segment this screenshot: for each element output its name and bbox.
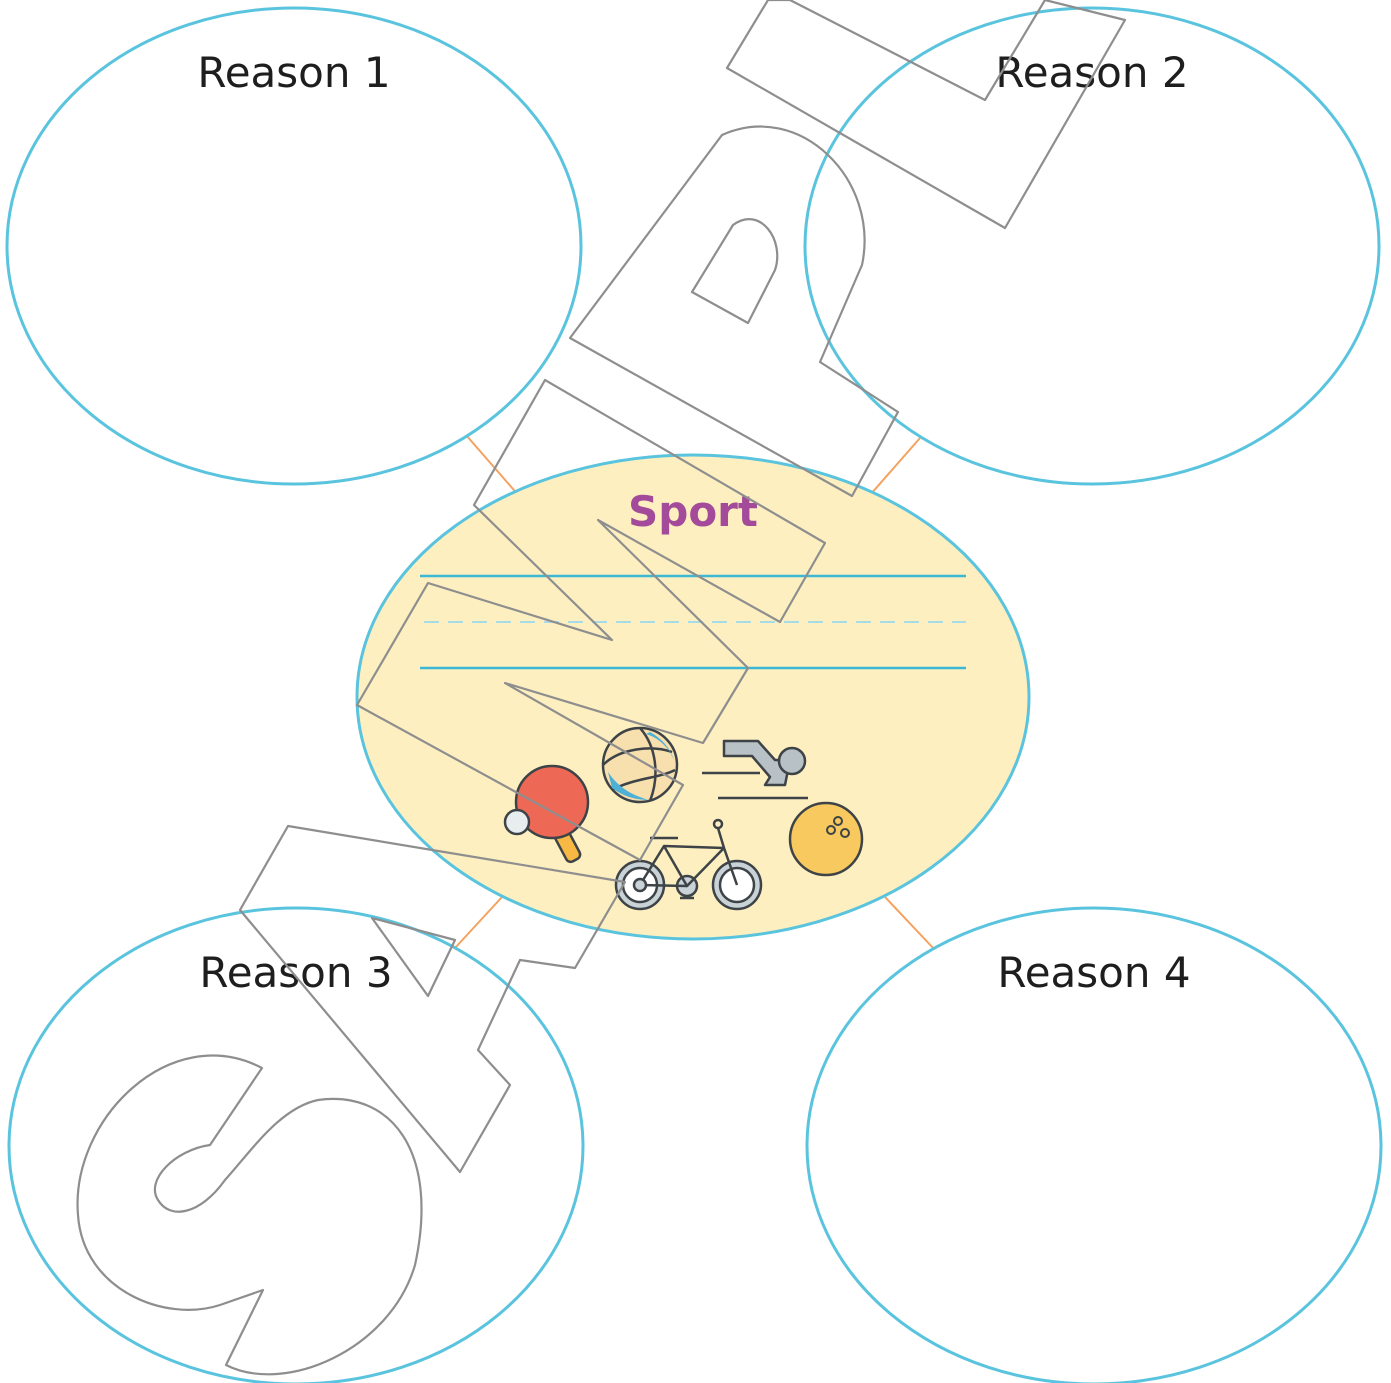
reason-label-1: Reason 1 [197,48,390,97]
reason-bubble-4[interactable]: Reason 4 [805,906,1383,1383]
reason-label-2: Reason 2 [995,48,1188,97]
connector-reason-4 [884,896,936,951]
reason-label-3: Reason 3 [199,948,392,997]
bicycle-icon [614,818,763,911]
watermark-letter-a-counter [370,916,457,998]
reason-bubble-3[interactable]: Reason 3 [7,906,585,1383]
center-title: Sport [628,487,758,536]
sports-icons [503,726,864,911]
reason-label-4: Reason 4 [997,948,1190,997]
reason-bubble-2[interactable]: Reason 2 [803,6,1381,486]
reason-bubble-1[interactable]: Reason 1 [5,6,583,486]
connector-reason-3 [454,896,503,949]
handwriting-lines [420,574,966,670]
watermark-letter-m [355,378,827,862]
connector-reason-2 [869,437,921,496]
watermark-letter-l [725,0,1127,230]
watermark-letter-p-counter [690,218,779,325]
connector-reason-1 [465,434,521,498]
ping-pong-paddle-icon [503,764,590,864]
watermark-letter-a [238,824,627,1174]
center-bubble[interactable]: Sport [355,453,1031,941]
watermark-letter-p [568,125,900,498]
watermark-letter-s [76,1054,423,1376]
sample-watermark [76,0,1127,1376]
bowling-ball-icon [788,801,864,877]
connectors [454,434,936,951]
swimmer-icon [702,739,808,800]
volleyball-icon [601,726,679,804]
